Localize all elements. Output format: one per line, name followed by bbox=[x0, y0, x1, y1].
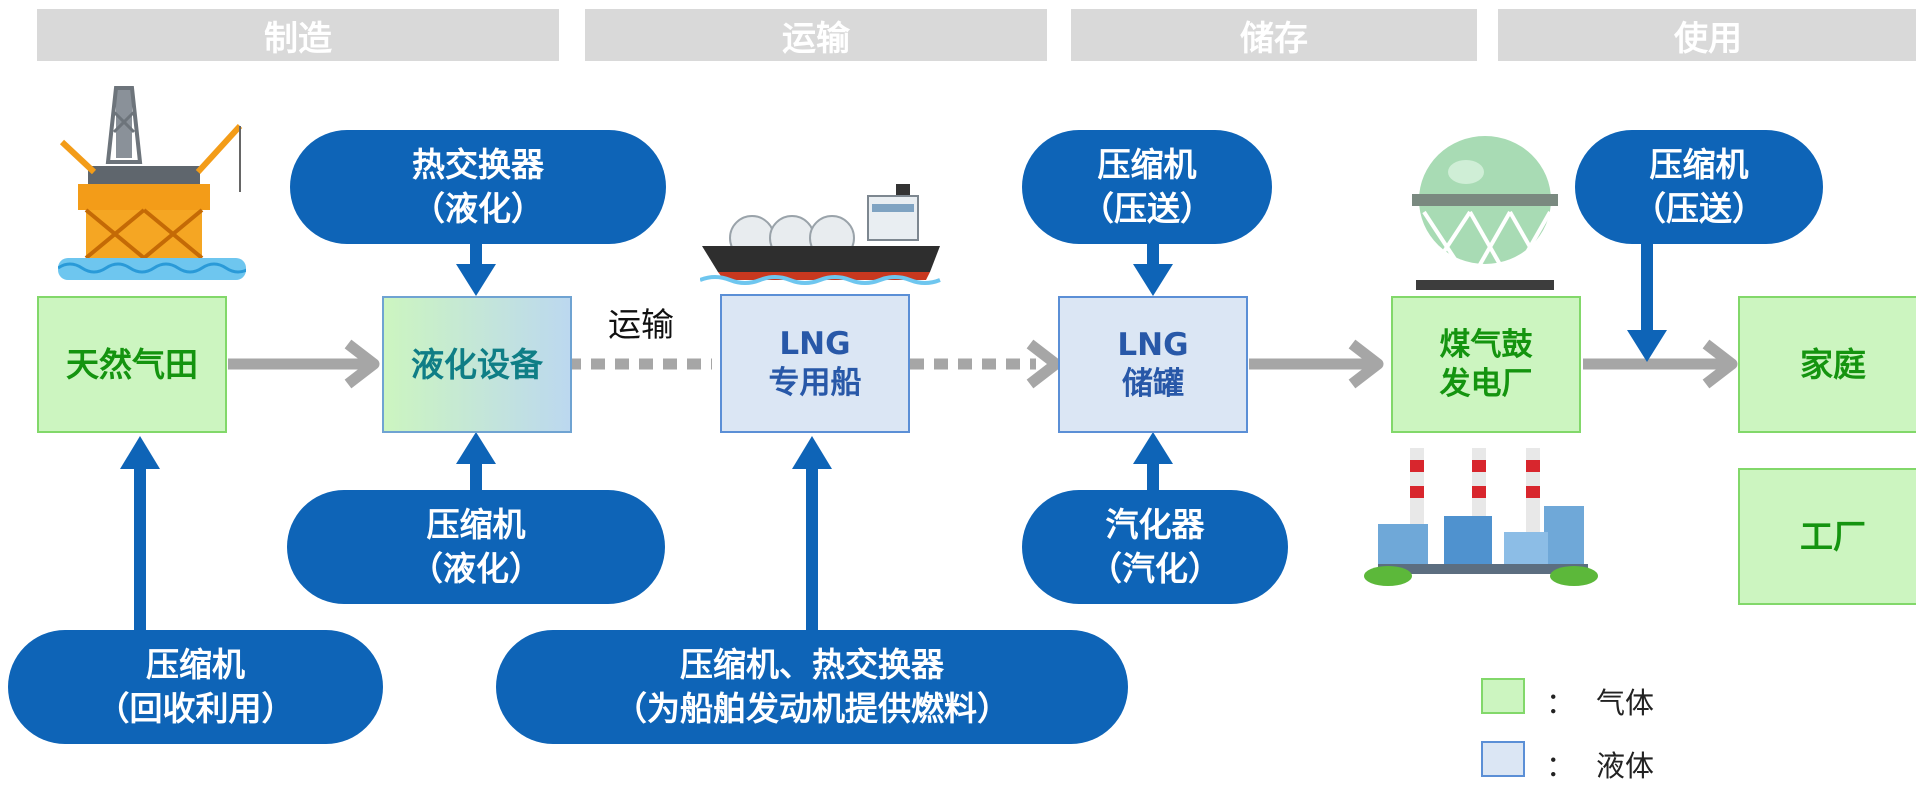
phase-manufacture: 制造 bbox=[37, 9, 559, 61]
compressor-power-sub: （压送） bbox=[1633, 189, 1765, 228]
offshore-rig-icon bbox=[58, 86, 246, 280]
compressor-tank-pill: 压缩机 （压送） bbox=[1022, 130, 1272, 244]
compressor-tank-sub: （压送） bbox=[1081, 189, 1213, 228]
vaporizer-pill: 汽化器 （汽化） bbox=[1022, 490, 1288, 604]
legend-gas-sep: ： bbox=[1546, 686, 1576, 720]
liquefaction-label: 液化设备 bbox=[411, 344, 543, 384]
home-node: 家庭 bbox=[1738, 296, 1916, 433]
legend-liquid-sep: ： bbox=[1546, 749, 1576, 783]
phase-use: 使用 bbox=[1498, 9, 1916, 61]
compressor-liquefaction-sub: （液化） bbox=[410, 549, 542, 588]
heat-exchanger-pill: 热交换器 （液化） bbox=[290, 130, 666, 244]
compressor-recovery-pill: 压缩机 （回收利用） bbox=[8, 630, 383, 744]
factory-label: 工厂 bbox=[1800, 516, 1866, 556]
power-plant-icon bbox=[1364, 448, 1598, 586]
legend-gas-label: 气体 bbox=[1596, 686, 1655, 720]
compressor-liquefaction-pill: 压缩机 （液化） bbox=[287, 490, 665, 604]
lng-tank-label-2: 储罐 bbox=[1122, 365, 1184, 402]
home-label: 家庭 bbox=[1800, 344, 1866, 384]
legend-liquid-label: 液体 bbox=[1596, 749, 1655, 783]
heat-exchanger-title: 热交换器 bbox=[412, 145, 544, 185]
transport-label: 运输 bbox=[608, 305, 674, 344]
power-plant-label-1: 煤气鼓 bbox=[1439, 326, 1533, 363]
power-plant-node: 煤气鼓 发电厂 bbox=[1391, 296, 1581, 433]
vaporizer-title: 汽化器 bbox=[1105, 505, 1205, 545]
phase-transport: 运输 bbox=[585, 9, 1047, 61]
compressor-recovery-title: 压缩机 bbox=[146, 645, 245, 685]
lng-tank-label-1: LNG bbox=[1117, 326, 1189, 363]
compressor-tank-title: 压缩机 bbox=[1097, 145, 1197, 185]
lng-ship-label-2: 专用船 bbox=[768, 364, 862, 401]
legend-gas-swatch bbox=[1481, 678, 1525, 714]
lng-tank-node: LNG 储罐 bbox=[1058, 296, 1248, 433]
lng-ship-node: LNG 专用船 bbox=[720, 294, 910, 433]
compressor-recovery-sub: （回收利用） bbox=[96, 689, 295, 728]
vaporizer-sub: （汽化） bbox=[1089, 549, 1221, 588]
lng-ship-label-1: LNG bbox=[779, 325, 851, 362]
phase-storage: 储存 bbox=[1071, 9, 1477, 61]
gas-field-node: 天然气田 bbox=[37, 296, 227, 433]
compressor-power-pill: 压缩机 （压送） bbox=[1575, 130, 1823, 244]
compressor-liquefaction-title: 压缩机 bbox=[426, 505, 526, 545]
gas-field-label: 天然气田 bbox=[66, 344, 198, 384]
legend-liquid-swatch bbox=[1481, 741, 1525, 777]
ship-fuel-pill: 压缩机、热交换器 （为船舶发动机提供燃料） bbox=[496, 630, 1128, 744]
lng-ship-icon bbox=[700, 184, 941, 285]
factory-node: 工厂 bbox=[1738, 468, 1916, 605]
power-plant-label-2: 发电厂 bbox=[1439, 365, 1533, 402]
compressor-power-title: 压缩机 bbox=[1649, 145, 1749, 185]
gray-flow-arrows bbox=[228, 339, 1738, 389]
gas-holder-icon bbox=[1412, 136, 1558, 290]
liquefaction-node: 液化设备 bbox=[382, 296, 572, 433]
ship-fuel-sub: （为船舶发动机提供燃料） bbox=[614, 689, 1010, 728]
blue-input-arrows bbox=[120, 238, 1667, 631]
ship-fuel-title: 压缩机、热交换器 bbox=[680, 645, 944, 685]
heat-exchanger-sub: （液化） bbox=[412, 189, 544, 228]
